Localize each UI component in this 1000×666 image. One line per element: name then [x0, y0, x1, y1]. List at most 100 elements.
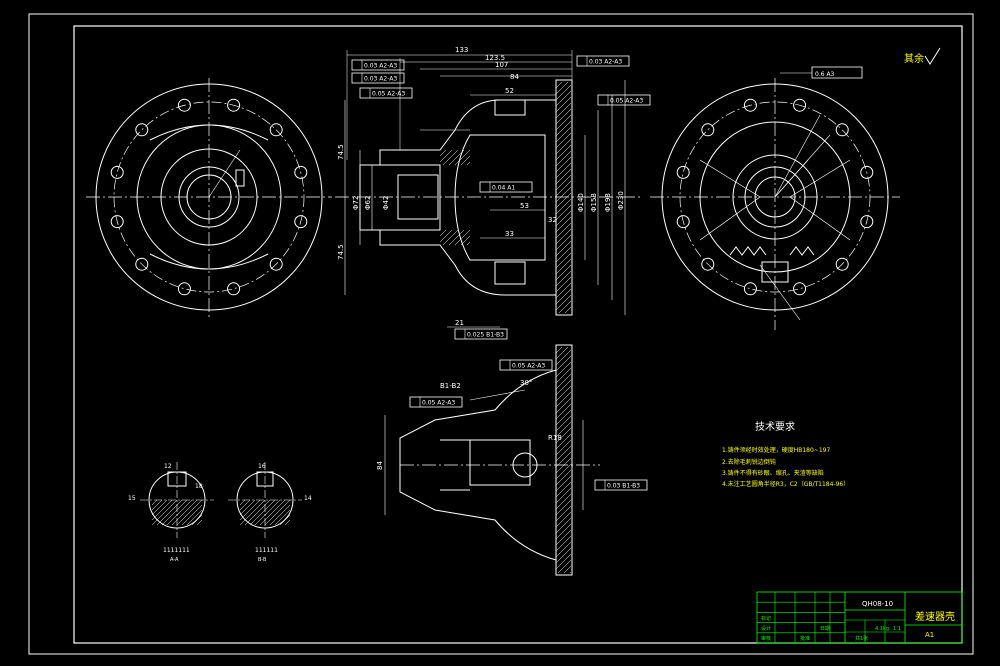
main-lower-hatch-line — [466, 241, 471, 246]
section-b-hatch-line — [239, 499, 266, 526]
main-flange-hatch-line — [555, 132, 572, 149]
dim-text-53: 53 — [520, 202, 529, 210]
main-flange-hatch-line — [555, 186, 572, 203]
lower-flange-hatch-line — [555, 421, 572, 438]
lower-dim-angle: 30° — [520, 379, 532, 387]
section-views — [140, 462, 302, 538]
tb-mark: 标记 — [761, 615, 771, 622]
tb-weight: 4.1kg — [875, 626, 889, 632]
lower-flange-hatch-line — [555, 361, 572, 378]
main-section-hatching — [439, 81, 572, 314]
section-hatching — [151, 499, 291, 526]
main-upper-hatch-line — [448, 149, 465, 166]
surface-finish-note: 其余 — [904, 47, 941, 65]
main-flange-hatch-line — [555, 168, 572, 185]
left-view-bolt-hole — [135, 123, 149, 137]
surface-finish-symbol-icon — [924, 47, 941, 65]
lower-flange-hatch-line — [555, 346, 563, 354]
section-b-hatch-line — [239, 499, 251, 511]
dim-text-52: 52 — [505, 87, 514, 95]
tolerance-frame-box — [479, 181, 533, 193]
main-side-hole-top — [494, 99, 526, 116]
section-b-hatch-line — [249, 499, 276, 526]
main-flange-hatch-line — [555, 270, 572, 287]
tolerance-frame-text: 0.05 A2-A3 — [610, 98, 643, 105]
section-a-hatch-line — [176, 499, 203, 526]
tolerance-frame-box — [576, 55, 630, 67]
main-flange-hatch-line — [555, 162, 572, 179]
dim-text-133: 133 — [455, 46, 468, 54]
lower-inner-profile — [440, 439, 470, 491]
main-flange-hatch-line — [555, 288, 572, 305]
main-flange-hatch-line — [555, 150, 572, 167]
tolerance-frame-box — [351, 59, 405, 71]
dim-text-right-d1: Φ230 — [617, 191, 625, 210]
section-b-hatch-line — [264, 499, 291, 526]
lower-hole — [512, 452, 538, 478]
left-view-bolt-hole — [269, 123, 283, 137]
lower-flange-hatch-line — [555, 349, 572, 366]
main-flange-hatch-line — [555, 204, 572, 221]
lower-view-hatching — [555, 346, 572, 574]
dim-text-32: 32 — [548, 216, 557, 224]
right-view-bolt-hole — [701, 123, 715, 137]
tolerance-frame-text: 0.03 A2-A3 — [364, 63, 397, 70]
main-flange-hatch-line — [555, 102, 572, 119]
section-b-hatch-line — [284, 519, 291, 526]
tolerance-frame-text: 0.05 A2-A3 — [422, 400, 455, 407]
main-upper-hatch-line — [460, 155, 471, 166]
right-view-bolt-hole — [793, 282, 807, 296]
section-b-hatch-line — [244, 499, 271, 526]
tolerance-frame-box — [454, 328, 508, 340]
main-inner-bore — [380, 164, 441, 231]
tb-review: 审核 — [761, 635, 771, 642]
right-view-bolt-hole — [743, 282, 757, 296]
tolerance-frame-text: 0.05 A2-A3 — [512, 363, 545, 370]
lower-flange-hatch-line — [555, 529, 572, 546]
left-view-hub-inner — [186, 174, 232, 220]
dim-text-left-d1: Φ72 — [352, 196, 360, 210]
section-b-hatch-line — [279, 514, 291, 526]
section-a-hatch-line — [151, 499, 168, 516]
left-view-bolt-hole — [177, 282, 191, 296]
main-flange-hatch-line — [555, 81, 569, 95]
main-body-lower — [359, 197, 556, 296]
section-b-hatch-line — [239, 499, 256, 516]
tolerance-frame-box — [359, 87, 413, 99]
sheet-size: A1 — [925, 631, 934, 639]
section-labels: 1111111 A-A 111111 B-B — [163, 547, 278, 563]
lower-flange-hatch-line — [555, 499, 572, 516]
main-flange-hatch-line — [555, 276, 572, 293]
dim-text-bottom: 21 — [455, 319, 464, 327]
main-flange-hatch-line — [555, 264, 572, 281]
left-view-bolt-hole — [294, 215, 308, 229]
lower-flange-hatch-line — [557, 559, 572, 574]
part-name: 差速器壳 — [915, 610, 955, 623]
main-flange-hatch-line — [555, 96, 572, 113]
main-flange-hatch-line — [555, 174, 572, 191]
left-view-bolt-hole — [269, 257, 283, 271]
main-lower-hatch-line — [454, 229, 471, 246]
main-flange-hatch-line — [558, 300, 572, 314]
lower-flange-hatch-line — [555, 493, 572, 510]
right-view-inner-circle — [732, 154, 818, 240]
right-view-leader-4 — [759, 264, 801, 321]
lower-flange-hatch-line — [555, 541, 572, 558]
right-view-web-lines — [699, 159, 851, 241]
dim-text-right-d3: Φ158 — [590, 193, 598, 212]
right-view-bolt-hole — [835, 123, 849, 137]
right-view-leader-3 — [774, 159, 809, 198]
section-a-hatch-line — [151, 499, 173, 521]
tolerance-frame-text: 0.03 A2-A3 — [364, 76, 397, 83]
section-a-hatch-line — [181, 504, 203, 526]
main-flange-hatch-line — [555, 252, 572, 269]
section-a-hatch-line — [151, 499, 163, 511]
left-view-bolt-hole — [227, 282, 241, 296]
main-flange-hatch-line — [555, 258, 572, 275]
lower-dim-height: 84 — [376, 461, 384, 470]
main-flange-hatch-line — [555, 228, 572, 245]
main-upper-hatch-line — [439, 149, 453, 163]
right-view-bolt-hole — [701, 257, 715, 271]
main-flange-hatch-line — [555, 240, 572, 257]
main-flange-hatch-line — [555, 180, 572, 197]
